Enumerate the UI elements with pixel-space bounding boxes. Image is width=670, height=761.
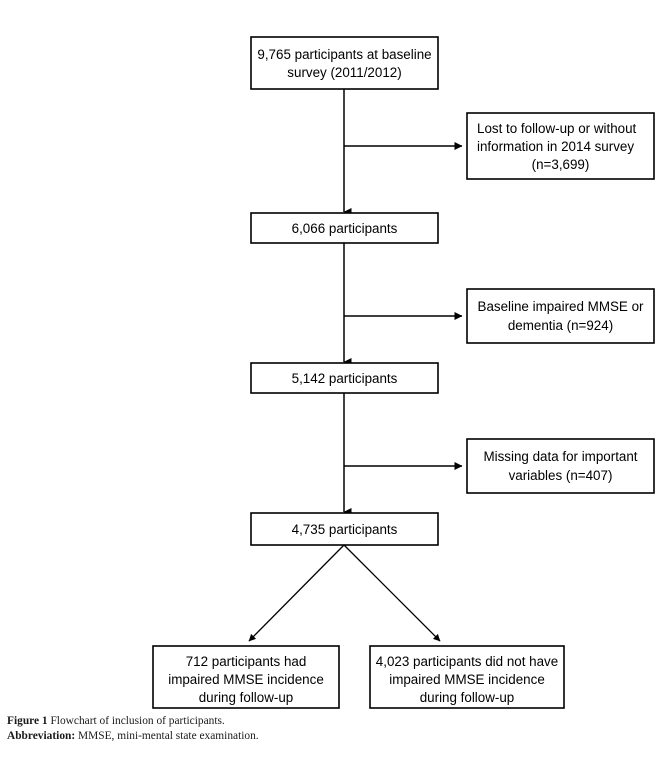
abbreviation-label: Abbreviation: [7, 730, 76, 743]
flowchart-diagram: 9,765 participants at baseline survey (2… [152, 36, 655, 709]
figure-caption-line-2: Abbreviation: MMSE, mini-mental state ex… [7, 729, 647, 744]
node-exclusion-1-box [466, 112, 655, 180]
node-outcome-non-incident-line-3: during follow-up [420, 690, 515, 705]
figure-caption-text: Flowchart of inclusion of participants. [50, 715, 225, 727]
abbreviation-text: MMSE, mini-mental state examination. [78, 730, 259, 743]
figure-caption-line-1: Figure 1 Flowchart of inclusion of parti… [7, 714, 647, 729]
connector-split-right [343, 544, 441, 642]
node-outcome-incident-box [152, 645, 340, 709]
node-step3-box [250, 512, 439, 546]
node-step2-line-1: 5,142 participants [292, 371, 398, 386]
figure-number-label: Figure 1 [7, 715, 48, 727]
node-exclusion-3: Missing data for important variables (n=… [466, 438, 655, 494]
node-outcome-non-incident-line-2: impaired MMSE incidence [389, 672, 545, 687]
node-outcome-non-incident-line-1: 4,023 participants did not have [376, 654, 558, 669]
node-exclusion-2-line-2: dementia (n=924) [508, 318, 613, 333]
node-exclusion-2-box [466, 288, 655, 344]
node-step2: 5,142 participants [250, 362, 439, 394]
node-baseline-line-1: 9,765 participants at baseline [257, 47, 431, 62]
node-baseline: 9,765 participants at baseline survey (2… [250, 36, 439, 90]
node-step1-box [250, 212, 439, 244]
node-step1-line-1: 6,066 participants [292, 221, 398, 236]
node-outcome-incident-line-3: during follow-up [199, 690, 294, 705]
node-exclusion-1-line-1: Lost to follow-up or without [477, 121, 637, 136]
node-exclusion-3-line-2: variables (n=407) [509, 468, 613, 483]
node-step3-line-1: 4,735 participants [292, 522, 398, 537]
node-step2-box [250, 362, 439, 394]
node-baseline-box [250, 36, 439, 90]
node-step3: 4,735 participants [250, 512, 439, 546]
node-baseline-line-2: survey (2011/2012) [287, 65, 401, 80]
node-outcome-non-incident: 4,023 participants did not have impaired… [369, 645, 565, 709]
node-exclusion-2-line-1: Baseline impaired MMSE or [478, 299, 644, 314]
node-outcome-incident: 712 participants had impaired MMSE incid… [152, 645, 340, 709]
node-outcome-incident-line-1: 712 participants had [186, 654, 307, 669]
node-exclusion-3-line-1: Missing data for important [483, 449, 637, 464]
node-outcome-incident-line-2: impaired MMSE incidence [168, 672, 324, 687]
node-exclusion-1-line-2: information in 2014 survey [477, 139, 634, 154]
node-exclusion-2: Baseline impaired MMSE or dementia (n=92… [466, 288, 655, 344]
node-exclusion-1: Lost to follow-up or without information… [466, 112, 655, 180]
node-exclusion-1-line-3: (n=3,699) [532, 157, 590, 172]
node-step1: 6,066 participants [250, 212, 439, 244]
node-outcome-non-incident-box [369, 645, 565, 709]
connector-split-left [248, 544, 345, 642]
figure-caption: Figure 1 Flowchart of inclusion of parti… [7, 714, 647, 744]
node-exclusion-3-box [466, 438, 655, 494]
